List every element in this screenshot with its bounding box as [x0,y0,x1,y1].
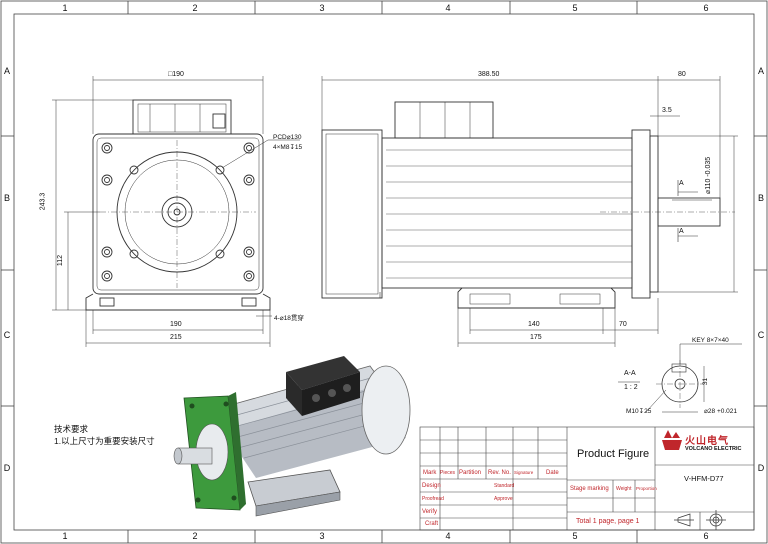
zone-top-6: 6 [703,3,709,13]
zone-right-a: A [757,66,764,76]
tb-row-partition: Partition [459,470,482,476]
tb-row-mark: Mark [423,470,437,476]
brand-cn: 火山电气 [685,436,729,447]
front-foot-width-dim: 190 [170,321,182,328]
tb-proofread: Proofread [422,496,444,502]
tb-design: Design [422,483,441,489]
projection-symbol-icon [674,510,726,530]
notes-title: 技术要求 [54,424,89,434]
side-length-dim: 388.50 [478,71,500,78]
tb-row-rev: Rev. No. [488,470,511,476]
tb-standard: Standard [494,483,515,489]
tb-verify: Verify [422,509,438,515]
tb-stage-marking: Stage marking [570,486,609,492]
zone-bottom-5: 5 [572,531,578,541]
zone-bottom-4: 4 [445,531,451,541]
side-foot-offset-dim: 70 [619,321,627,328]
zone-top-3: 3 [319,3,325,13]
section-a-a [618,343,742,413]
front-foot-holes-label: 4-⌀18贯穿 [274,315,304,322]
side-foot-span-dim: 140 [528,321,540,328]
zone-bottom-2: 2 [192,531,198,541]
section-arrow-a-top: A [679,180,684,187]
front-view [85,99,271,311]
section-title: A-A [624,370,636,377]
front-center-height-dim: 112 [57,254,65,267]
side-dimensions [321,76,738,347]
side-spigot-dim: ⌀110 -0.035 [705,156,712,194]
tb-weight: Weight [616,486,632,492]
zone-left-b: B [3,193,10,203]
section-scale: 1 : 2 [624,384,638,391]
section-shaft-dia: ⌀28 +0.021 [704,408,738,415]
model-number: V-HFM-D77 [684,474,724,483]
side-flange-dim: 3.5 [662,107,672,114]
zone-bottom-1: 1 [62,531,68,541]
motor-render [173,356,411,517]
notes-line-1: 1.以上尺寸为重要安装尺寸 [54,436,155,446]
zone-bottom-3: 3 [319,531,325,541]
title-block [419,426,755,531]
tb-row-pieces: Pieces [440,470,456,476]
zone-left-d: D [3,463,11,473]
side-view [321,101,735,309]
zone-left-a: A [3,66,10,76]
tb-approve: Approve [494,496,513,502]
front-base-width-dim: 215 [170,334,182,341]
zone-top-2: 2 [192,3,198,13]
front-height-dim: 243.3 [39,192,47,211]
zone-top-1: 1 [62,3,68,13]
zone-top-4: 4 [445,3,451,13]
section-tap-label: M10↧25 [626,408,652,415]
zone-top-5: 5 [572,3,578,13]
side-shaft-length-dim: 80 [678,71,686,78]
tb-proportion: Proportion [636,486,657,491]
section-arrow-a-bottom: A [679,228,684,235]
page-count: Total 1 page, page 1 [576,518,640,525]
zone-left-c: C [3,330,11,340]
section-key-label: KEY 8×7×40 [692,337,729,344]
zone-right-b: B [757,193,764,203]
brand-en: VOLCANO ELECTRIC [685,446,742,452]
zone-bottom-6: 6 [703,531,709,541]
tb-row-signature: Signature [514,470,534,475]
volcano-logo-icon [662,430,682,450]
section-dim-31: 31 [702,377,710,386]
zone-right-c: C [757,330,765,340]
front-dimensions [52,76,300,347]
front-pcd-label: PCD⌀130 [273,134,302,141]
tb-row-date: Date [546,470,559,476]
front-square-dim: □190 [168,71,184,78]
zone-right-d: D [757,463,765,473]
side-foot-total-dim: 175 [530,334,542,341]
front-holes-label: 4×M8↧15 [273,144,303,151]
product-figure-title: Product Figure [577,448,650,460]
tb-craft: Craft [425,521,439,527]
